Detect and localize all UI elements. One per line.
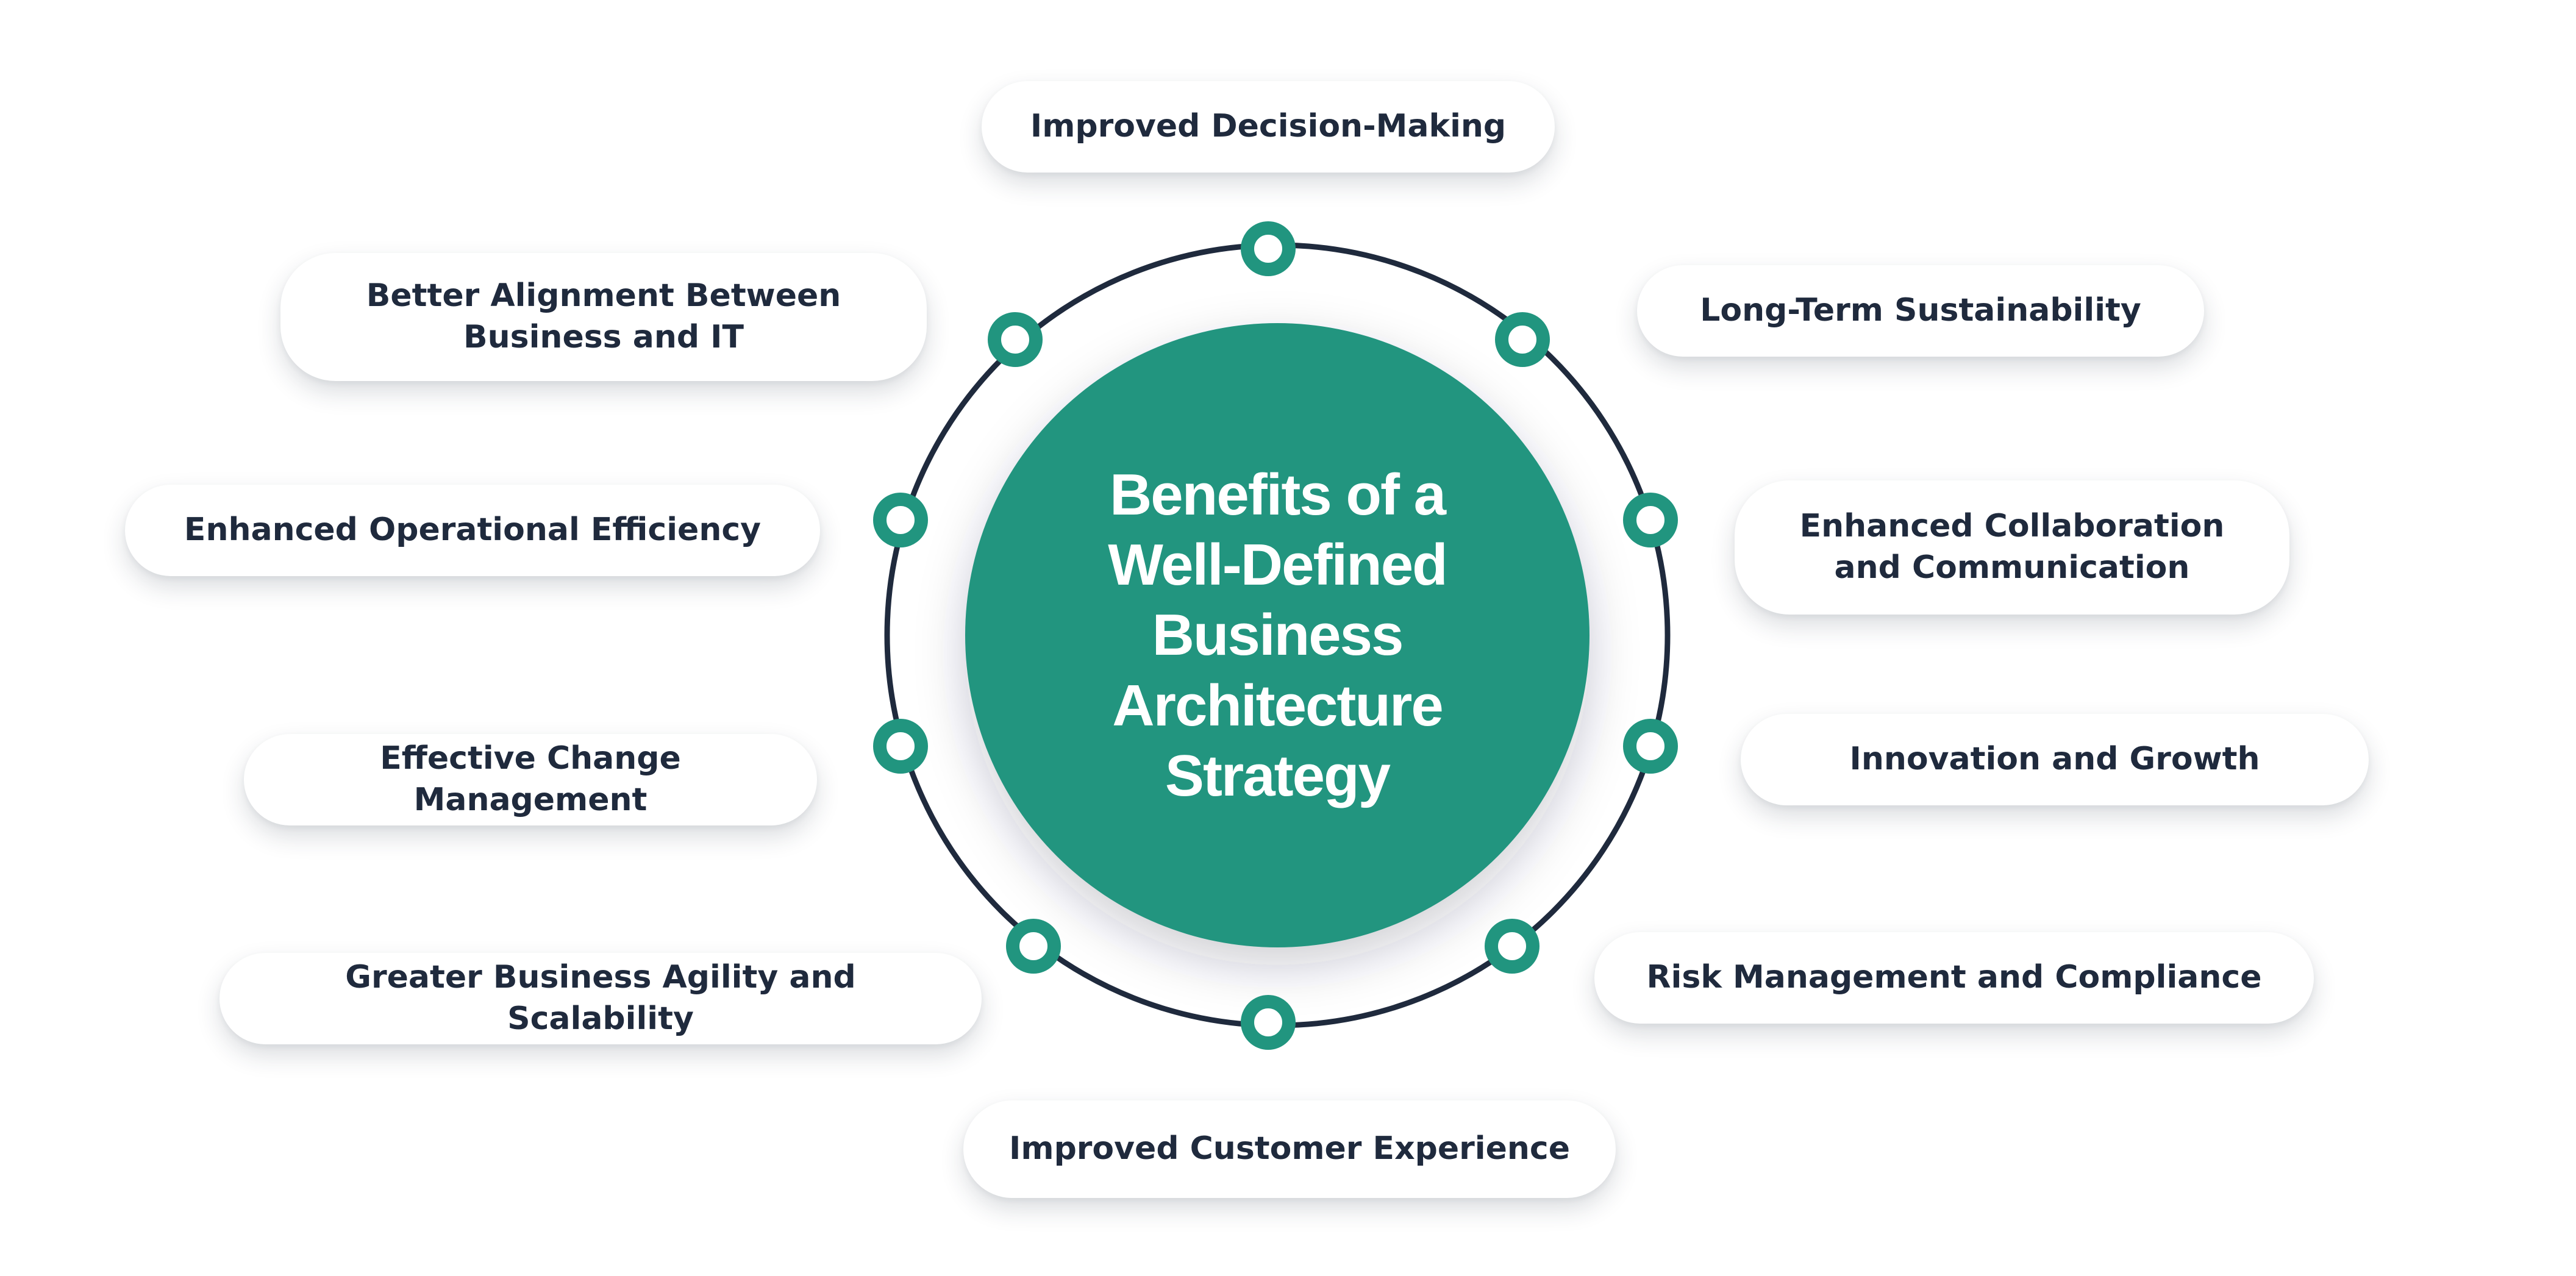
ring-marker-4 bbox=[1623, 719, 1678, 774]
benefit-improved-customer-experience: Improved Customer Experience bbox=[963, 1100, 1616, 1198]
ring-markers bbox=[873, 221, 1678, 1050]
benefit-long-term-sustainability: Long-Term Sustainability bbox=[1637, 265, 2204, 357]
benefit-better-alignment: Better Alignment Between Business and IT bbox=[280, 253, 927, 381]
ring-marker-9 bbox=[873, 493, 928, 547]
ring-marker-7 bbox=[1006, 919, 1061, 974]
benefit-risk-management: Risk Management and Compliance bbox=[1594, 932, 2314, 1024]
ring-marker-5 bbox=[1485, 919, 1540, 974]
center-circle bbox=[965, 323, 1589, 947]
center-title: Benefits of a Well-Defined Business Arch… bbox=[1108, 462, 1448, 808]
ring-marker-10 bbox=[988, 312, 1043, 367]
ring-marker-3 bbox=[1623, 493, 1678, 547]
benefit-improved-decision-making: Improved Decision-Making bbox=[982, 81, 1555, 173]
benefit-enhanced-collaboration: Enhanced Collaboration and Communication bbox=[1735, 480, 2289, 615]
ring-marker-1 bbox=[1241, 221, 1296, 276]
benefit-greater-business-agility: Greater Business Agility and Scalability bbox=[219, 953, 982, 1044]
benefit-enhanced-operational-efficiency: Enhanced Operational Efficiency bbox=[125, 485, 820, 576]
ring-marker-2 bbox=[1495, 312, 1550, 367]
benefit-innovation-and-growth: Innovation and Growth bbox=[1741, 714, 2369, 805]
ring-marker-8 bbox=[873, 719, 928, 774]
benefit-effective-change-management: Effective Change Management bbox=[244, 734, 817, 825]
ring-marker-6 bbox=[1241, 995, 1296, 1050]
